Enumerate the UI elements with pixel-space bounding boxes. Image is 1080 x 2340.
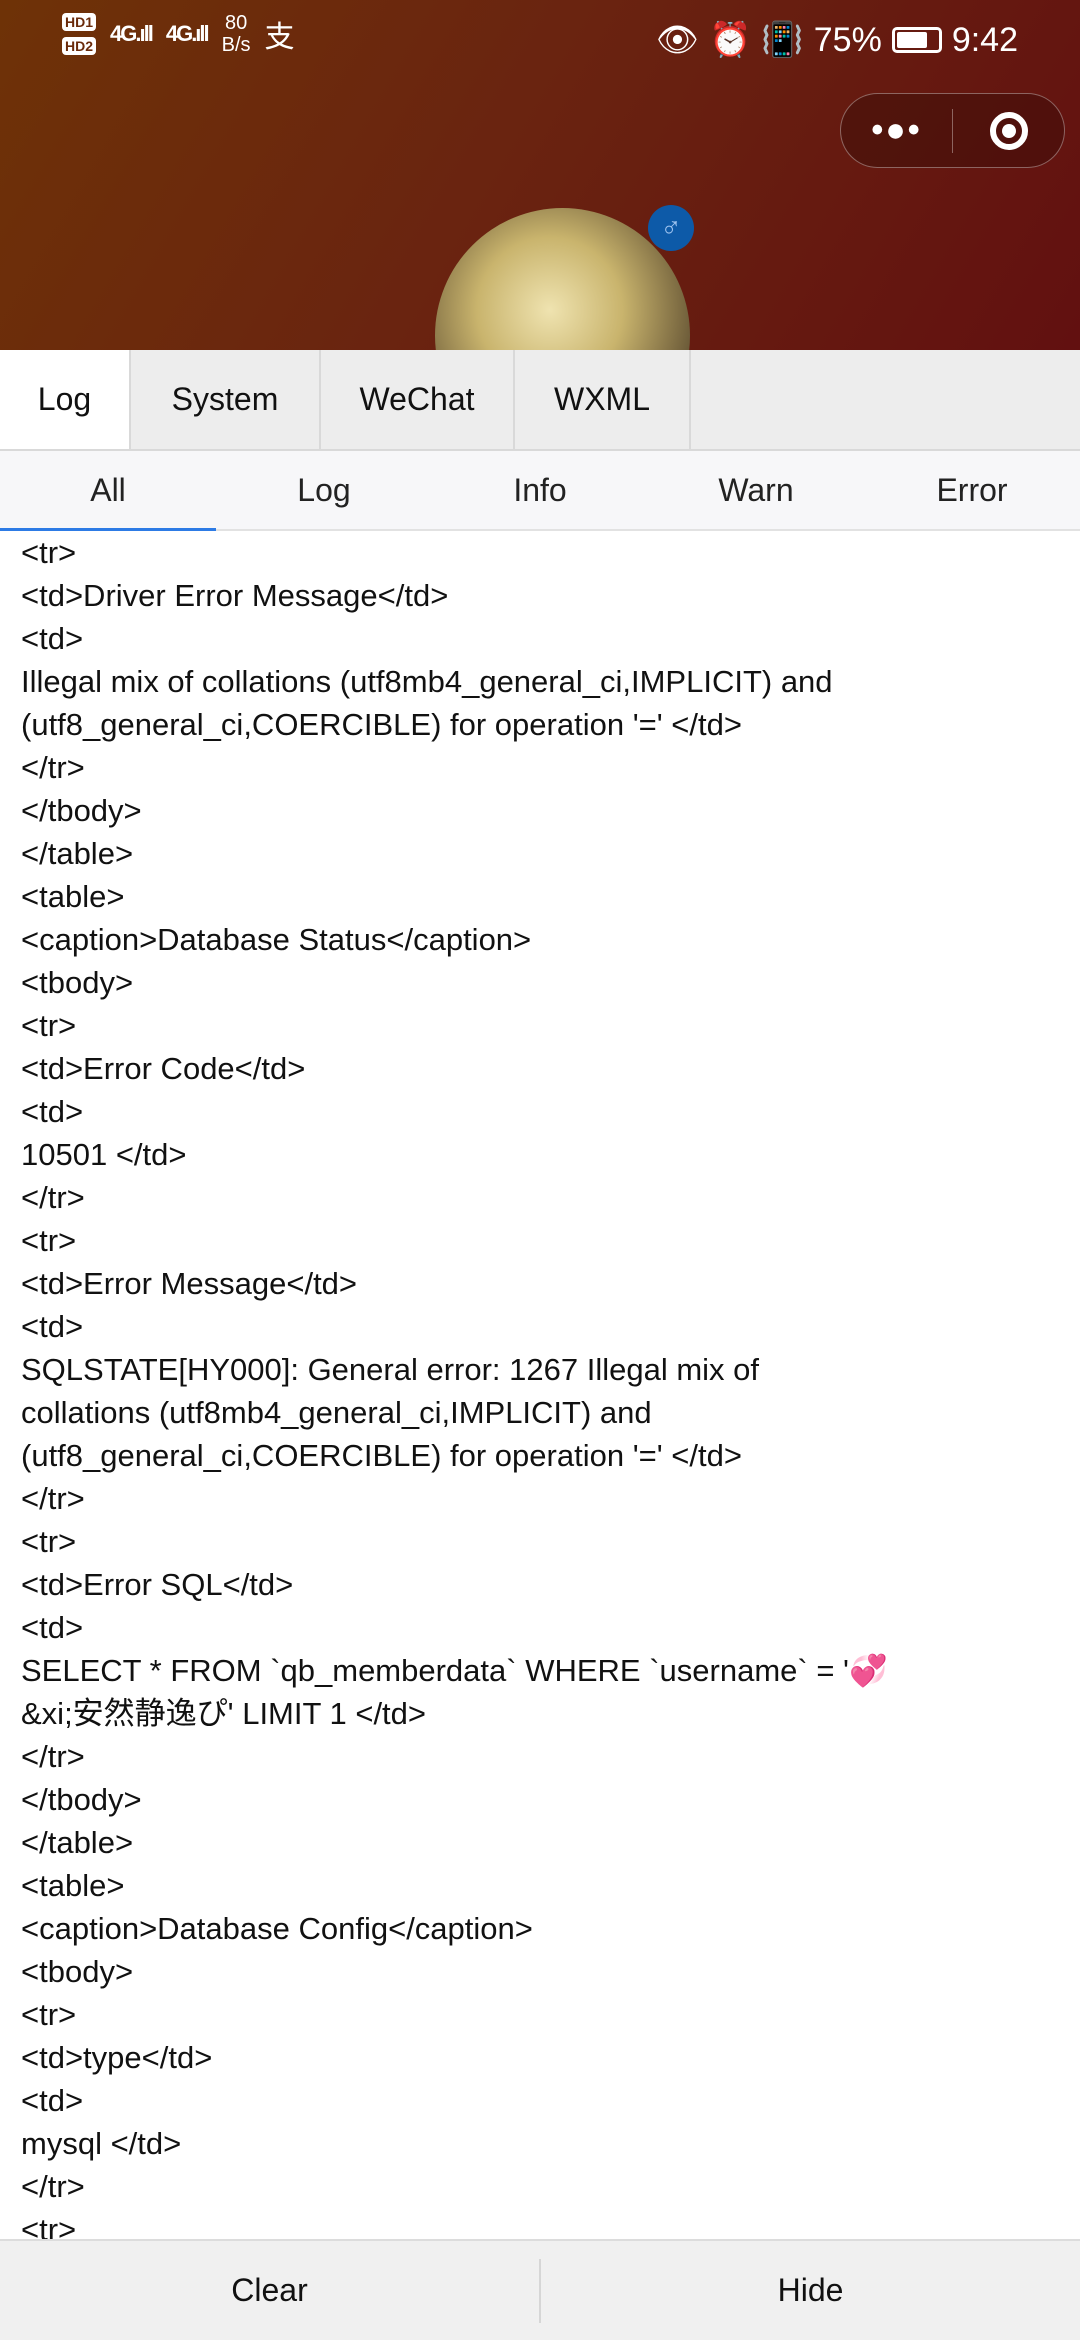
- alarm-icon: ⏰: [709, 21, 752, 59]
- log-line: SQLSTATE[HY000]: General error: 1267 Ill…: [21, 1352, 760, 1387]
- log-line: <caption>Database Status</caption>: [21, 922, 532, 957]
- log-line: <tr>: [21, 1524, 77, 1559]
- signal-icon: 4G.ıll: [110, 21, 154, 46]
- bottom-toolbar: Clear Hide: [0, 2239, 1080, 2340]
- tab-wxml[interactable]: WXML: [515, 350, 691, 449]
- more-button[interactable]: •●•: [841, 94, 952, 167]
- clock: 9:42: [951, 20, 1018, 59]
- log-line: <td>: [21, 1094, 84, 1129]
- log-line: <td>type</td>: [21, 2040, 213, 2075]
- log-line: </tbody>: [21, 793, 142, 828]
- log-line: <tr>: [21, 2212, 77, 2239]
- log-line: </tr>: [21, 1180, 85, 1215]
- tab-wechat[interactable]: WeChat: [321, 350, 515, 449]
- log-line: <tr>: [21, 1223, 77, 1258]
- log-line: </tr>: [21, 1481, 85, 1516]
- log-line: </table>: [21, 1825, 134, 1860]
- log-line: </tr>: [21, 750, 85, 785]
- log-line: <td>Driver Error Message</td>: [21, 578, 449, 613]
- filter-all[interactable]: All: [0, 451, 216, 531]
- log-line: <tbody>: [21, 965, 134, 1000]
- battery-percent: 75%: [813, 20, 882, 59]
- log-line: <table>: [21, 1868, 125, 1903]
- alipay-icon: 支: [264, 21, 295, 54]
- toolbar-divider: [539, 2258, 541, 2323]
- log-line: <table>: [21, 879, 125, 914]
- log-line: <td>: [21, 1309, 84, 1344]
- log-line: </tbody>: [21, 1782, 142, 1817]
- log-line: <td>: [21, 1610, 84, 1645]
- filter-warn[interactable]: Warn: [718, 471, 794, 508]
- capsule-divider: [952, 108, 953, 153]
- log-line: 10501 </td>: [21, 1137, 187, 1172]
- log-output[interactable]: <tr> <td>Driver Error Message</td> <td> Ill…: [0, 531, 1080, 2239]
- net1-label: 4G: [110, 21, 137, 46]
- vconsole-tabs: Log System WeChat WXML: [0, 350, 1080, 451]
- log-line: (utf8_general_ci,COERCIBLE) for operatio…: [21, 707, 742, 742]
- log-line: mysql </td>: [21, 2126, 182, 2161]
- miniprogram-capsule: •●•: [840, 93, 1065, 168]
- log-line: <td>Error SQL</td>: [21, 1567, 294, 1602]
- filter-log[interactable]: Log: [297, 471, 351, 508]
- log-line: SELECT * FROM `qb_memberdata` WHERE `use…: [21, 1653, 888, 1688]
- signal-icon: 4G.ıll: [165, 21, 210, 46]
- hide-button[interactable]: Hide: [777, 2272, 844, 2308]
- log-line: <caption>Database Config</caption>: [21, 1911, 533, 1946]
- battery-icon: [891, 27, 942, 53]
- close-button[interactable]: [953, 94, 1064, 167]
- log-line: <td>: [21, 2083, 84, 2118]
- clear-button[interactable]: Clear: [231, 2272, 308, 2308]
- speed-value: 80: [224, 12, 248, 34]
- filter-error[interactable]: Error: [936, 471, 1008, 508]
- vibrate-icon: 📳: [761, 21, 804, 59]
- log-line: <tbody>: [21, 1954, 134, 1989]
- log-line: <td>Error Message</td>: [21, 1266, 358, 1301]
- log-line: </table>: [21, 836, 134, 871]
- log-line: Illegal mix of collations (utf8mb4_gener…: [21, 664, 833, 699]
- log-line: <td>Error Code</td>: [21, 1051, 306, 1086]
- log-line: </tr>: [21, 2169, 85, 2204]
- log-line: <tr>: [21, 1008, 77, 1043]
- net2-label: 4G: [165, 21, 193, 46]
- hd2-label: HD2: [62, 37, 97, 55]
- log-line: collations (utf8mb4_general_ci,IMPLICIT)…: [21, 1395, 652, 1430]
- log-filter-tabs: All Log Info Warn Error: [0, 451, 1080, 531]
- log-line: </tr>: [21, 1739, 85, 1774]
- log-line: &xi;安然静逸ぴ' LIMIT 1 </td>: [21, 1696, 427, 1731]
- tab-system[interactable]: System: [131, 350, 321, 449]
- hd1-label: HD1: [62, 13, 97, 31]
- filter-info[interactable]: Info: [513, 471, 567, 508]
- eye-icon: 👁: [655, 21, 700, 59]
- log-line: (utf8_general_ci,COERCIBLE) for operatio…: [21, 1438, 742, 1473]
- tab-log[interactable]: Log: [0, 350, 131, 449]
- speed-unit: B/s: [221, 34, 251, 56]
- more-dots-icon: •●•: [871, 111, 922, 149]
- target-icon: [989, 111, 1028, 150]
- male-gender-icon: ♂: [648, 205, 694, 251]
- log-line: <tr>: [21, 1997, 77, 2032]
- log-line: <tr>: [21, 535, 77, 570]
- log-line: <td>: [21, 621, 84, 656]
